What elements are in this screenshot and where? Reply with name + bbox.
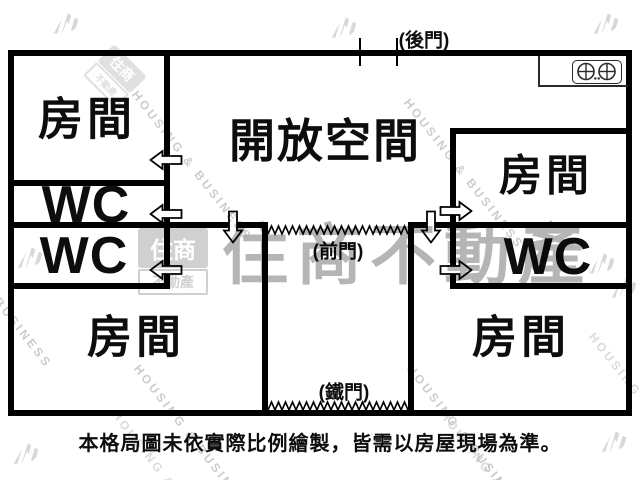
stove-two-burner-icon xyxy=(572,60,622,84)
kitchen-counter-line-bottom xyxy=(538,85,628,87)
label-open-space: 開放空間 xyxy=(229,115,421,167)
watermark-roof-glyph-icon xyxy=(599,428,631,452)
watermark-brand-en: HOUSING & BUSINESS xyxy=(130,362,257,480)
wall-wc-divider xyxy=(8,222,268,228)
watermark-roof-glyph-icon xyxy=(329,14,361,38)
door-arrow-topleft-room-icon xyxy=(149,149,183,171)
wall-left-column-right xyxy=(164,50,170,289)
door-arrow-wc1-icon xyxy=(149,203,183,225)
iron-gate-zigzag xyxy=(268,400,408,412)
wall-outer-top xyxy=(8,50,632,56)
watermark-roof-glyph-icon xyxy=(11,440,43,464)
wall-right-wc-bottom xyxy=(450,283,632,289)
wall-right-middle xyxy=(408,222,632,228)
wall-bottomright-room-left xyxy=(408,222,414,416)
back-door-tick-left xyxy=(359,38,361,66)
label-wc-left-1: WC xyxy=(41,176,131,234)
front-door-zigzag xyxy=(268,224,408,236)
label-iron-gate: (鐵門) xyxy=(318,382,370,404)
wall-topleft-room-bottom xyxy=(8,180,170,186)
label-room-right: 房間 xyxy=(499,152,593,201)
label-wc-right: WC xyxy=(503,228,593,286)
wall-outer-bottom xyxy=(8,410,632,416)
wall-outer-right xyxy=(626,50,632,416)
label-back-door: (後門) xyxy=(398,30,450,52)
door-arrow-wc2-icon xyxy=(149,259,183,281)
door-arrow-bottomleft-room-icon xyxy=(222,210,244,244)
watermark-brand-en: HOUSING & BUSINESS xyxy=(403,362,530,480)
back-door-tick-right xyxy=(396,38,398,66)
wall-right-room-top xyxy=(450,128,632,134)
wall-wc2-bottom xyxy=(8,283,170,289)
label-room-bottom-right: 房間 xyxy=(471,311,571,363)
door-arrow-right-room-icon xyxy=(439,200,473,222)
wall-outer-left xyxy=(8,50,14,416)
kitchen-counter-line-left xyxy=(538,56,540,87)
watermark-roof-glyph-icon xyxy=(51,10,83,34)
door-arrow-right-wc-icon xyxy=(439,259,473,281)
label-wc-left-2: WC xyxy=(39,227,129,285)
wall-bottomleft-room-right xyxy=(262,222,268,416)
label-room-top-left: 房間 xyxy=(37,93,137,145)
label-front-door: (前門) xyxy=(312,241,364,263)
door-arrow-corridor-icon xyxy=(420,210,442,244)
watermark-roof-glyph-icon xyxy=(591,10,623,34)
label-room-bottom-left: 房間 xyxy=(86,311,186,363)
disclaimer-text: 本格局圖未依實際比例繪製，皆需以房屋現場為準。 xyxy=(78,433,562,455)
